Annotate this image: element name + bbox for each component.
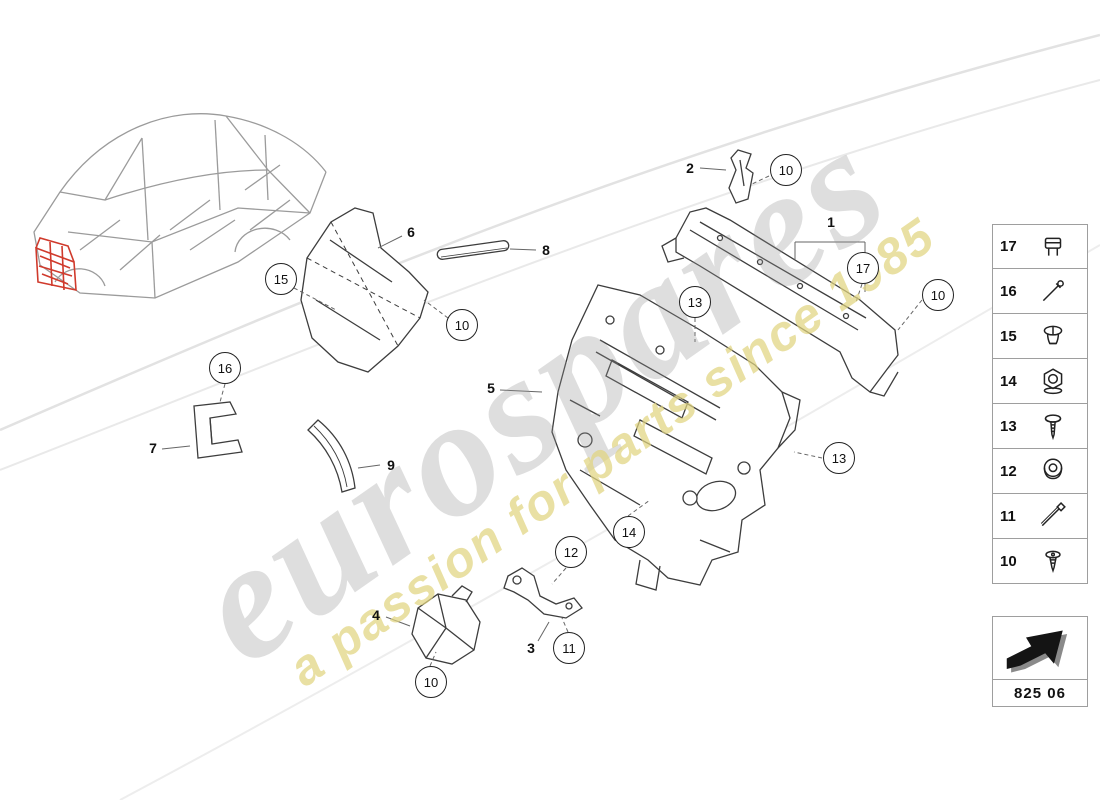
next-diagram-arrow-button[interactable] — [993, 617, 1087, 679]
legend-number: 14 — [1000, 372, 1017, 390]
part-6-heat-shield-drawing[interactable] — [300, 207, 429, 373]
legend-row-16[interactable]: 16 — [992, 269, 1088, 314]
push-clip-icon — [1026, 321, 1080, 351]
legend-row-15[interactable]: 15 — [992, 314, 1088, 359]
part-label-6: 6 — [407, 224, 415, 240]
part-label-9: 9 — [387, 457, 395, 473]
callout-10-d[interactable]: 10 — [415, 666, 447, 698]
part-5-firewall-drawing[interactable] — [551, 284, 801, 591]
part-3-bracket-drawing[interactable] — [503, 567, 583, 619]
callout-14[interactable]: 14 — [613, 516, 645, 548]
car-highlighted-section — [35, 237, 77, 292]
long-bolt-icon — [1026, 501, 1080, 531]
legend-number: 12 — [1000, 462, 1017, 480]
part-label-2: 2 — [686, 160, 694, 176]
legend-row-10[interactable]: 10 — [992, 539, 1088, 584]
legend-row-17[interactable]: 17 — [992, 224, 1088, 269]
hex-nut-icon — [1026, 366, 1080, 396]
callout-10-a[interactable]: 10 — [770, 154, 802, 186]
grommet-nut-icon — [1026, 456, 1080, 486]
leader-lines — [161, 167, 923, 667]
retaining-clip-icon — [1026, 232, 1080, 262]
part-8-rod-drawing[interactable] — [436, 240, 510, 260]
legend-number: 16 — [1000, 282, 1017, 300]
part-7-bracket-drawing[interactable] — [193, 401, 243, 459]
part-label-7: 7 — [149, 440, 157, 456]
part-label-3: 3 — [527, 640, 535, 656]
countersunk-screw-icon — [1026, 546, 1080, 576]
callout-13-a[interactable]: 13 — [679, 286, 711, 318]
part-4-insulation-drawing[interactable] — [411, 585, 481, 665]
legend-row-12[interactable]: 12 — [992, 449, 1088, 494]
callout-15[interactable]: 15 — [265, 263, 297, 295]
callout-10-b[interactable]: 10 — [446, 309, 478, 341]
part-9-strip-drawing[interactable] — [307, 419, 356, 493]
callout-13-b[interactable]: 13 — [823, 442, 855, 474]
legend-number: 10 — [1000, 552, 1017, 570]
part-label-5: 5 — [487, 380, 495, 396]
legend-row-14[interactable]: 14 — [992, 359, 1088, 404]
legend-row-11[interactable]: 11 — [992, 494, 1088, 539]
part-label-4: 4 — [372, 607, 380, 623]
part-2-bracket-drawing[interactable] — [728, 149, 754, 204]
legend-number: 13 — [1000, 417, 1017, 435]
fastener-legend: 17 16 15 14 — [992, 224, 1088, 584]
callout-10-c[interactable]: 10 — [922, 279, 954, 311]
legend-number: 15 — [1000, 327, 1017, 345]
legend-number: 11 — [1000, 507, 1016, 525]
callout-11[interactable]: 11 — [553, 632, 585, 664]
tapping-screw-icon — [1026, 411, 1080, 441]
legend-number: 17 — [1000, 238, 1017, 255]
car-chassis-thumbnail — [33, 113, 327, 299]
callout-17[interactable]: 17 — [847, 252, 879, 284]
part-label-1: 1 — [827, 214, 835, 230]
part-1-crossmember-drawing[interactable] — [661, 207, 899, 397]
rivet-pin-icon — [1026, 276, 1080, 306]
legend-row-13[interactable]: 13 — [992, 404, 1088, 449]
arrow-icon — [1006, 630, 1068, 673]
callout-12[interactable]: 12 — [555, 536, 587, 568]
diagram-nav-box: 825 06 — [992, 616, 1088, 707]
diagram-code: 825 06 — [993, 679, 1087, 706]
callout-16[interactable]: 16 — [209, 352, 241, 384]
part-label-8: 8 — [542, 242, 550, 258]
